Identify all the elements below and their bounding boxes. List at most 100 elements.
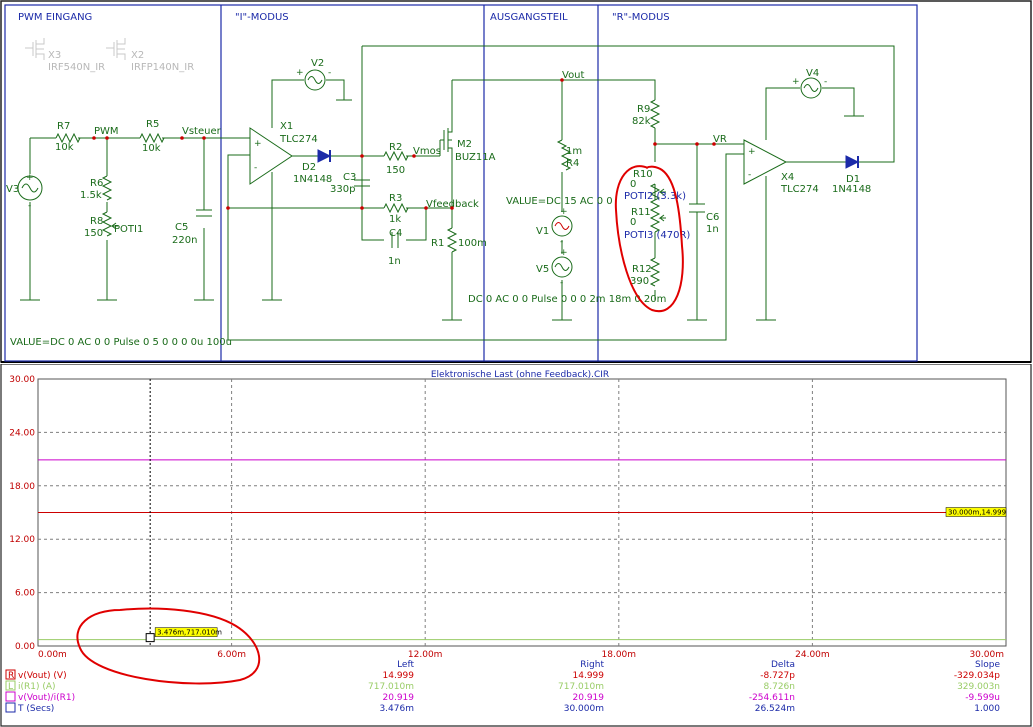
mosfet-m2[interactable] (440, 128, 453, 152)
cursor-left-marker (145, 633, 155, 643)
source-v3[interactable] (17, 175, 43, 201)
m2-ref: M2 (457, 139, 472, 150)
annotation-ellipse-plot (76, 607, 261, 685)
v1-source-value: VALUE=DC 15 AC 0 0 (506, 196, 613, 207)
r8-ref: R8 (90, 216, 103, 227)
row-right: 30.000m (564, 704, 604, 714)
opamp-x4[interactable] (743, 139, 788, 185)
row-swatch (5, 669, 16, 680)
r2-value: 150 (386, 165, 405, 176)
y-tick-label: 12.00 (9, 535, 35, 545)
c6-value: 1n (706, 224, 719, 235)
r7-value: 10k (55, 142, 74, 153)
c4-value: 1n (388, 256, 401, 267)
resistor-r3[interactable] (383, 202, 409, 214)
r12-value: 390 (630, 276, 649, 287)
r1-ref: R1 (431, 238, 444, 249)
poti1-label: POTI1 (114, 224, 143, 235)
row-left: 14.999 (383, 671, 415, 681)
capacitor-c3[interactable] (354, 179, 370, 187)
x1-pin-plus: + (254, 139, 262, 149)
x-tick-label: 18.00m (602, 650, 637, 660)
v2-pin-minus: - (328, 68, 331, 78)
section-title-r-mode: "R"-MODUS (612, 12, 670, 23)
c3-ref: C3 (343, 172, 356, 183)
c4-ref: C4 (389, 228, 402, 239)
diode-d2[interactable] (317, 149, 332, 163)
x1-ref: X1 (280, 121, 293, 132)
plot-canvas[interactable]: Elektronische Last (ohne Feedback).CIR 0… (0, 364, 1033, 727)
row-name: i(R1) (A) (18, 682, 56, 692)
v1-pin-minus: - (560, 237, 563, 247)
v1-pin-plus: + (560, 207, 568, 217)
y-tick-label: 24.00 (9, 428, 35, 438)
r8-value: 150 (84, 228, 103, 239)
r5-value: 10k (142, 143, 161, 154)
r1-value: 100m (458, 238, 487, 249)
row-right: 717.010m (558, 682, 604, 692)
r10-ref: R10 (633, 169, 653, 180)
opamp-x1[interactable] (249, 127, 293, 185)
row-swatch (5, 691, 16, 702)
schematic-canvas[interactable]: PWM EINGANG "I"-MODUS AUSGANGSTEIL "R"-M… (0, 0, 1033, 364)
x-tick-label: 12.00m (408, 650, 443, 660)
capacitor-c5[interactable] (196, 209, 212, 217)
table-header-right: Right (580, 660, 604, 670)
resistor-r9[interactable] (649, 99, 661, 129)
net-label-vr: VR (713, 134, 727, 145)
d2-ref: D2 (302, 162, 316, 173)
net-label-vsteuer: Vsteuer (182, 126, 222, 137)
ghost-mosfet-x3[interactable] (25, 38, 45, 60)
cursor-right-label-bg (945, 507, 1007, 517)
cursor-right-label: 30.000m,14.999 (948, 509, 1006, 517)
resistor-r12[interactable] (649, 257, 661, 287)
x4-pin-plus: + (748, 147, 756, 157)
output-wires (452, 79, 656, 321)
resistor-r6[interactable] (101, 175, 113, 201)
m2-model: BUZ11A (455, 152, 496, 163)
capacitor-c4[interactable] (391, 232, 399, 248)
r9-value: 82k (632, 116, 651, 127)
d2-model: 1N4148 (293, 174, 332, 185)
x1-pin-minus: - (254, 163, 257, 173)
row-left: 3.476m (379, 704, 414, 714)
c6-ref: C6 (706, 212, 719, 223)
resistor-r1[interactable] (446, 227, 458, 253)
y-tick-label: 0.00 (15, 642, 35, 652)
r12-ref: R12 (632, 264, 652, 275)
v5-pin-minus: - (560, 278, 563, 288)
ghost-mosfet-x2[interactable] (106, 38, 126, 60)
section-frame (4, 4, 918, 362)
potentiometer-r11[interactable] (649, 207, 666, 233)
resistor-r2[interactable] (383, 150, 409, 162)
potentiometer-r10[interactable] (649, 183, 666, 209)
ghost-mosfet-x2-ref: X2 (131, 50, 144, 61)
row-swatch (5, 702, 16, 713)
source-v2[interactable] (304, 69, 326, 91)
junction-dots (92, 78, 716, 210)
row-right: 20.919 (573, 693, 605, 703)
capacitor-c6[interactable] (689, 203, 705, 213)
diode-d1[interactable] (845, 155, 860, 169)
resistor-r4[interactable] (556, 139, 572, 171)
source-v4[interactable] (800, 77, 822, 99)
ghost-mosfet-x3-ref: X3 (48, 50, 61, 61)
plot-title: Elektronische Last (ohne Feedback).CIR (431, 370, 609, 380)
potentiometer-r8[interactable] (101, 211, 118, 237)
source-v1[interactable] (551, 215, 573, 237)
resistor-r5[interactable] (139, 132, 165, 144)
r4-ref: R4 (566, 158, 579, 169)
r10-value: 0 (630, 179, 636, 190)
row-delta: 26.524m (755, 704, 795, 714)
x-tick-label: 6.00m (217, 650, 246, 660)
net-label-vmos: Vmos (413, 146, 441, 157)
v5-ref: V5 (536, 264, 549, 275)
row-delta: -8.727p (760, 671, 795, 681)
resistor-r7[interactable] (55, 132, 81, 144)
c5-value: 220n (172, 235, 197, 246)
row-name: T (Secs) (17, 704, 54, 714)
source-v5[interactable] (551, 256, 573, 278)
annotation-ellipse-schematic (614, 165, 684, 313)
